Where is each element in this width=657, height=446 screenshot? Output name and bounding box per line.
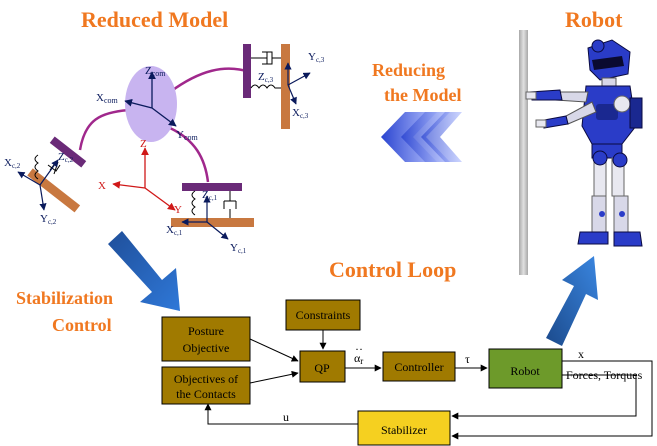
svg-text:Zc,2: Zc,2 xyxy=(58,151,74,164)
qp-block xyxy=(299,350,346,383)
label-stabilization-line2: Control xyxy=(52,315,112,335)
axis-y-c3-sub: c,3 xyxy=(316,56,325,64)
controller-label: Controller xyxy=(394,360,443,374)
signal-x: x xyxy=(578,347,584,361)
signal-alpha-dots: ·· xyxy=(355,342,363,356)
axis-x-c1-sub: c,1 xyxy=(174,229,183,237)
svg-text:Yc,1: Yc,1 xyxy=(230,242,247,255)
axis-z-c2: Z xyxy=(58,151,65,163)
axis-z-c2-sub: c,2 xyxy=(65,156,74,164)
svg-text:Xc,2: Xc,2 xyxy=(4,157,21,170)
block-diagram: Posture Objective Objectives of the Cont… xyxy=(161,299,653,446)
axis-z-c3: Z xyxy=(258,71,265,83)
axis-x-c1: X xyxy=(166,224,174,236)
axis-y-c2: Y xyxy=(40,213,48,225)
arrow-to-robot xyxy=(546,256,598,346)
contact-1: Zc,1 Xc,1 Yc,1 xyxy=(166,183,254,255)
separator-pole xyxy=(519,30,528,275)
axis-y-com-sub: com xyxy=(184,133,199,142)
axis-x-com: X xyxy=(96,92,104,104)
axis-y-c3: Y xyxy=(308,51,316,63)
axis-y-com: Y xyxy=(176,129,184,141)
signal-forces-torques: Forces, Torques xyxy=(566,368,643,382)
title-robot: Robot xyxy=(565,7,623,32)
posture-objective-block xyxy=(161,316,251,362)
controller-block xyxy=(382,351,456,382)
label-reducing-line1: Reducing xyxy=(372,60,445,80)
stabilizer-block xyxy=(357,410,451,446)
axis-x-c3: X xyxy=(292,107,300,119)
robot-block xyxy=(488,348,563,389)
axis-world-y: Y xyxy=(174,204,182,216)
svg-text:Xc,1: Xc,1 xyxy=(166,224,183,237)
contact-3: Zc,3 Yc,3 Xc,3 xyxy=(243,44,325,129)
axis-x-com-sub: com xyxy=(104,96,119,105)
svg-text:Yc,3: Yc,3 xyxy=(308,51,325,64)
contacts-objectives-block xyxy=(161,366,251,405)
svg-text:Xcom: Xcom xyxy=(96,92,119,105)
svg-text:Zc,1: Zc,1 xyxy=(202,189,218,202)
svg-text:Zcom: Zcom xyxy=(145,65,166,78)
title-control-loop: Control Loop xyxy=(329,257,456,282)
posture-objective-line1: Posture xyxy=(188,324,224,338)
label-reducing-line2: the Model xyxy=(384,85,461,105)
axis-x-c3-sub: c,3 xyxy=(300,112,309,120)
posture-objective-line2: Objective xyxy=(183,341,230,355)
signal-tau: τ xyxy=(465,352,470,366)
axis-z-com: Z xyxy=(145,65,152,77)
axis-z-c1: Z xyxy=(202,189,209,201)
axis-x-c2: X xyxy=(4,157,12,169)
svg-text:Ycom: Ycom xyxy=(176,129,199,142)
axis-world-z: Z xyxy=(140,138,147,150)
contacts-objectives-line1: Objectives of xyxy=(174,372,238,386)
qp-label: QP xyxy=(314,361,330,375)
constraints-label: Constraints xyxy=(296,308,351,322)
contact-2: Zc,2 Xc,2 Yc,2 xyxy=(4,136,87,226)
svg-text:Zc,3: Zc,3 xyxy=(258,71,274,84)
robot-block-label: Robot xyxy=(510,364,540,378)
svg-text:αr: αr xyxy=(354,351,363,366)
axis-x-c2-sub: c,2 xyxy=(12,162,21,170)
axis-z-c1-sub: c,1 xyxy=(209,194,218,202)
label-stabilization-line1: Stabilization xyxy=(16,288,113,308)
reducing-chevrons-icon xyxy=(381,112,462,162)
axis-world-x: X xyxy=(98,180,106,192)
axis-z-c3-sub: c,3 xyxy=(265,76,274,84)
axis-y-c1-sub: c,1 xyxy=(238,247,247,255)
signal-alpha: α xyxy=(354,351,361,365)
axis-z-com-sub: com xyxy=(152,69,167,78)
contacts-objectives-line2: the Contacts xyxy=(176,387,236,401)
reduced-model-drawing: Zcom Xcom Ycom Z X Y Zc,3 Yc,3 Xc,3 xyxy=(4,44,325,255)
svg-text:Xc,3: Xc,3 xyxy=(292,107,309,120)
svg-text:Yc,2: Yc,2 xyxy=(40,213,57,226)
stabilizer-label: Stabilizer xyxy=(381,423,427,437)
signal-u: u xyxy=(283,410,289,424)
axis-y-c2-sub: c,2 xyxy=(48,218,57,226)
signal-alpha-sub: r xyxy=(360,356,363,366)
com-ellipse xyxy=(125,66,177,142)
title-reduced-model: Reduced Model xyxy=(81,7,228,32)
constraints-block xyxy=(285,299,361,331)
axis-y-c1: Y xyxy=(230,242,238,254)
arrow-to-stabilization xyxy=(108,231,180,311)
robot-illustration xyxy=(525,39,643,247)
